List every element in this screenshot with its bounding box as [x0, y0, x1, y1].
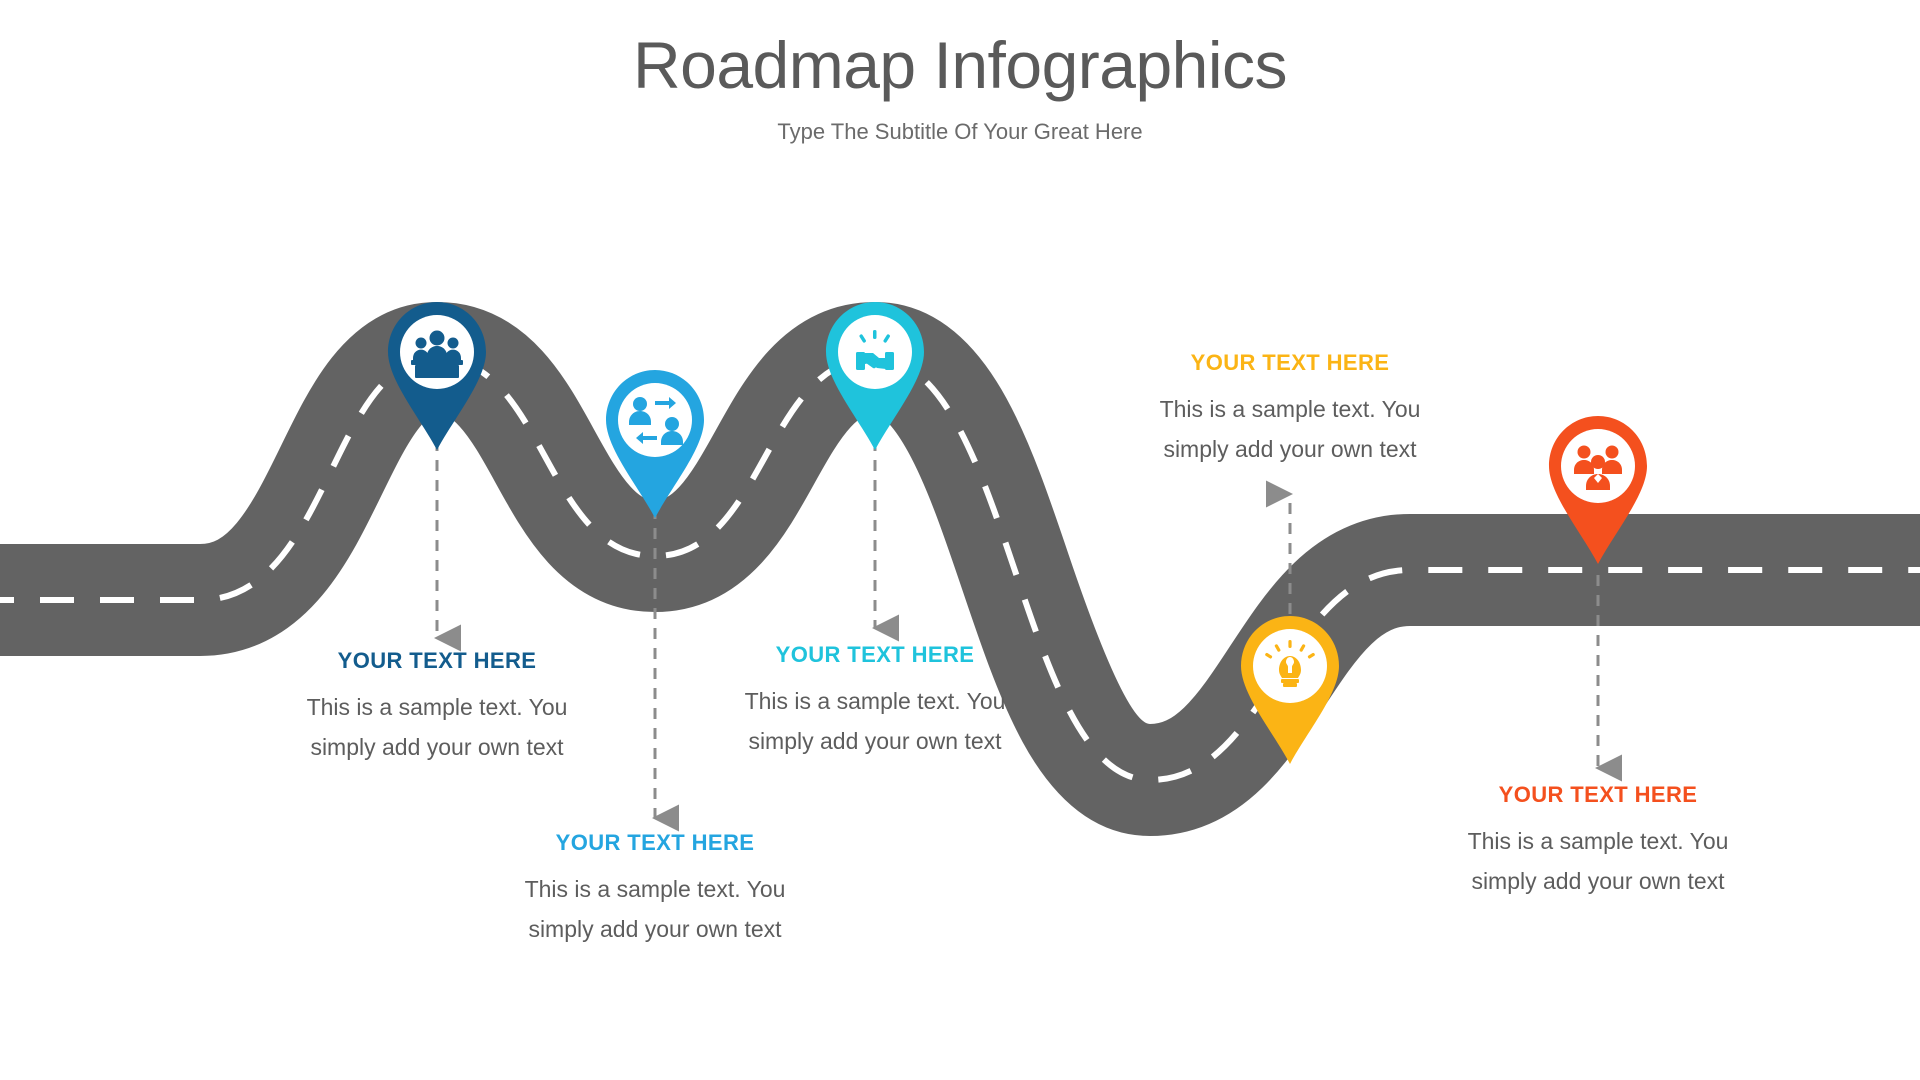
milestone-body-line2-3: simply add your own text [748, 727, 1002, 754]
idea-hand-bulb-icon [1265, 640, 1315, 687]
milestone-pin-5[interactable] [1539, 414, 1657, 566]
milestone-text-3: YOUR TEXT HERE This is a sample text. Yo… [705, 642, 1045, 761]
milestone-body-line2-4: simply add your own text [1163, 435, 1417, 462]
milestone-body-line1-3: This is a sample text. You [744, 688, 1006, 715]
page-title: Roadmap Infographics [632, 28, 1288, 102]
milestone-text-5: YOUR TEXT HERE This is a sample text. Yo… [1428, 782, 1768, 901]
milestone-title-1: YOUR TEXT HERE [337, 648, 537, 673]
team-group-icon [1574, 445, 1622, 490]
milestone-title-2: YOUR TEXT HERE [555, 830, 755, 855]
milestone-body-line2-2: simply add your own text [528, 915, 782, 942]
pin-inner-circle-2 [618, 383, 692, 457]
pin-inner-circle-3 [838, 315, 912, 389]
milestone-body-line1-4: This is a sample text. You [1159, 396, 1421, 423]
milestone-body-2: This is a sample text. You simply add yo… [485, 870, 825, 949]
milestone-pin-1[interactable] [378, 300, 496, 452]
milestone-body-5: This is a sample text. You simply add yo… [1428, 822, 1768, 901]
milestone-body-line1-5: This is a sample text. You [1467, 828, 1729, 855]
milestone-title-4: YOUR TEXT HERE [1190, 350, 1390, 375]
milestone-title-3: YOUR TEXT HERE [775, 642, 975, 667]
milestone-pin-3[interactable] [816, 300, 934, 452]
milestone-pin-2[interactable] [596, 368, 714, 520]
milestone-body-4: This is a sample text. You simply add yo… [1120, 390, 1460, 469]
milestone-body-1: This is a sample text. You simply add yo… [267, 688, 607, 767]
presentation-people-icon [411, 330, 463, 378]
milestone-text-4: YOUR TEXT HERE This is a sample text. Yo… [1120, 350, 1460, 469]
milestone-body-line2-5: simply add your own text [1471, 867, 1725, 894]
milestone-text-1: YOUR TEXT HERE This is a sample text. Yo… [267, 648, 607, 767]
people-exchange-icon [629, 397, 683, 445]
page-subtitle: Type The Subtitle Of Your Great Here [777, 119, 1143, 145]
milestone-body-line2-1: simply add your own text [310, 733, 564, 760]
milestone-body-3: This is a sample text. You simply add yo… [705, 682, 1045, 761]
handshake-icon [856, 330, 894, 370]
milestone-body-line1-1: This is a sample text. You [306, 694, 568, 721]
slide-header: Roadmap Infographics Type The Subtitle O… [0, 28, 1920, 145]
milestone-text-2: YOUR TEXT HERE This is a sample text. Yo… [485, 830, 825, 949]
milestone-title-5: YOUR TEXT HERE [1498, 782, 1698, 807]
milestone-body-line1-2: This is a sample text. You [524, 876, 786, 903]
milestone-pin-4[interactable] [1231, 614, 1349, 766]
